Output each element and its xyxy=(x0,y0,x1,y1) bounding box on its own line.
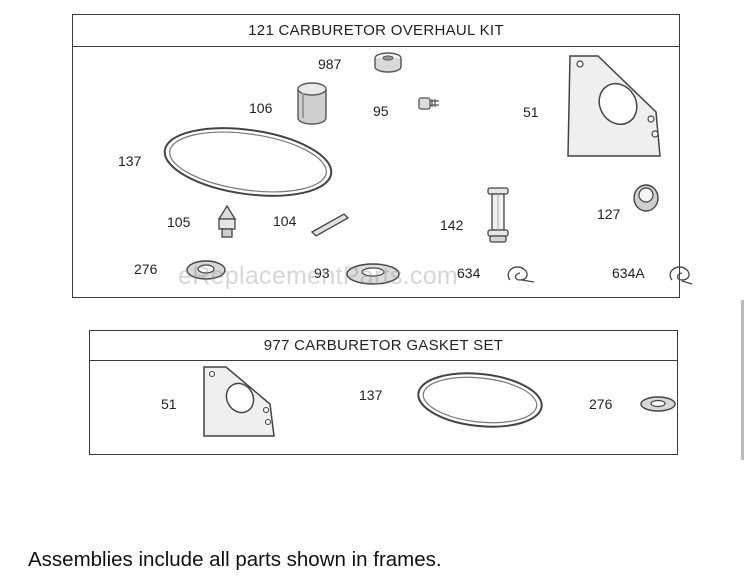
spring-clip-icon xyxy=(669,266,693,285)
part-label-127: 127 xyxy=(597,206,621,222)
gasket-set-title: 977 CARBURETOR GASKET SET xyxy=(90,331,677,361)
o-ring-icon xyxy=(417,372,543,428)
part-label-137: 137 xyxy=(359,387,383,403)
assemblies-note: Assemblies include all parts shown in fr… xyxy=(28,548,442,571)
part-label-987: 987 xyxy=(318,56,342,72)
seal-icon xyxy=(346,263,400,285)
needle-valve-icon xyxy=(217,204,237,238)
part-label-51: 51 xyxy=(161,396,177,412)
part-label-93: 93 xyxy=(314,265,330,281)
cylinder-sleeve-icon xyxy=(297,82,327,125)
part-label-276: 276 xyxy=(134,261,158,277)
part-label-104: 104 xyxy=(273,213,297,229)
washer-icon xyxy=(186,260,226,280)
spool-valve-icon xyxy=(487,187,509,243)
part-label-634a: 634A xyxy=(612,265,645,281)
overhaul-kit-title: 121 CARBURETOR OVERHAUL KIT xyxy=(73,15,679,47)
pin-icon xyxy=(310,213,350,237)
part-label-142: 142 xyxy=(440,217,464,233)
spring-clip-icon xyxy=(507,266,535,283)
washer-icon xyxy=(640,396,676,412)
scan-edge-mark xyxy=(741,300,744,460)
gasket-set-frame: 977 CARBURETOR GASKET SET xyxy=(89,330,678,455)
bushing-icon xyxy=(374,52,402,73)
overhaul-kit-frame: 121 CARBURETOR OVERHAUL KIT xyxy=(72,14,680,298)
screw-icon xyxy=(418,97,439,110)
gasket-plate-icon xyxy=(567,55,661,157)
part-label-106: 106 xyxy=(249,100,273,116)
part-label-137: 137 xyxy=(118,153,142,169)
o-ring-icon xyxy=(163,127,333,197)
watermark: eReplacementParts.com xyxy=(178,262,459,290)
part-label-105: 105 xyxy=(167,214,191,230)
cap-icon xyxy=(633,184,659,212)
gasket-plate-icon xyxy=(203,366,275,437)
part-label-276: 276 xyxy=(589,396,613,412)
part-label-51: 51 xyxy=(523,104,539,120)
part-label-634: 634 xyxy=(457,265,481,281)
part-label-95: 95 xyxy=(373,103,389,119)
